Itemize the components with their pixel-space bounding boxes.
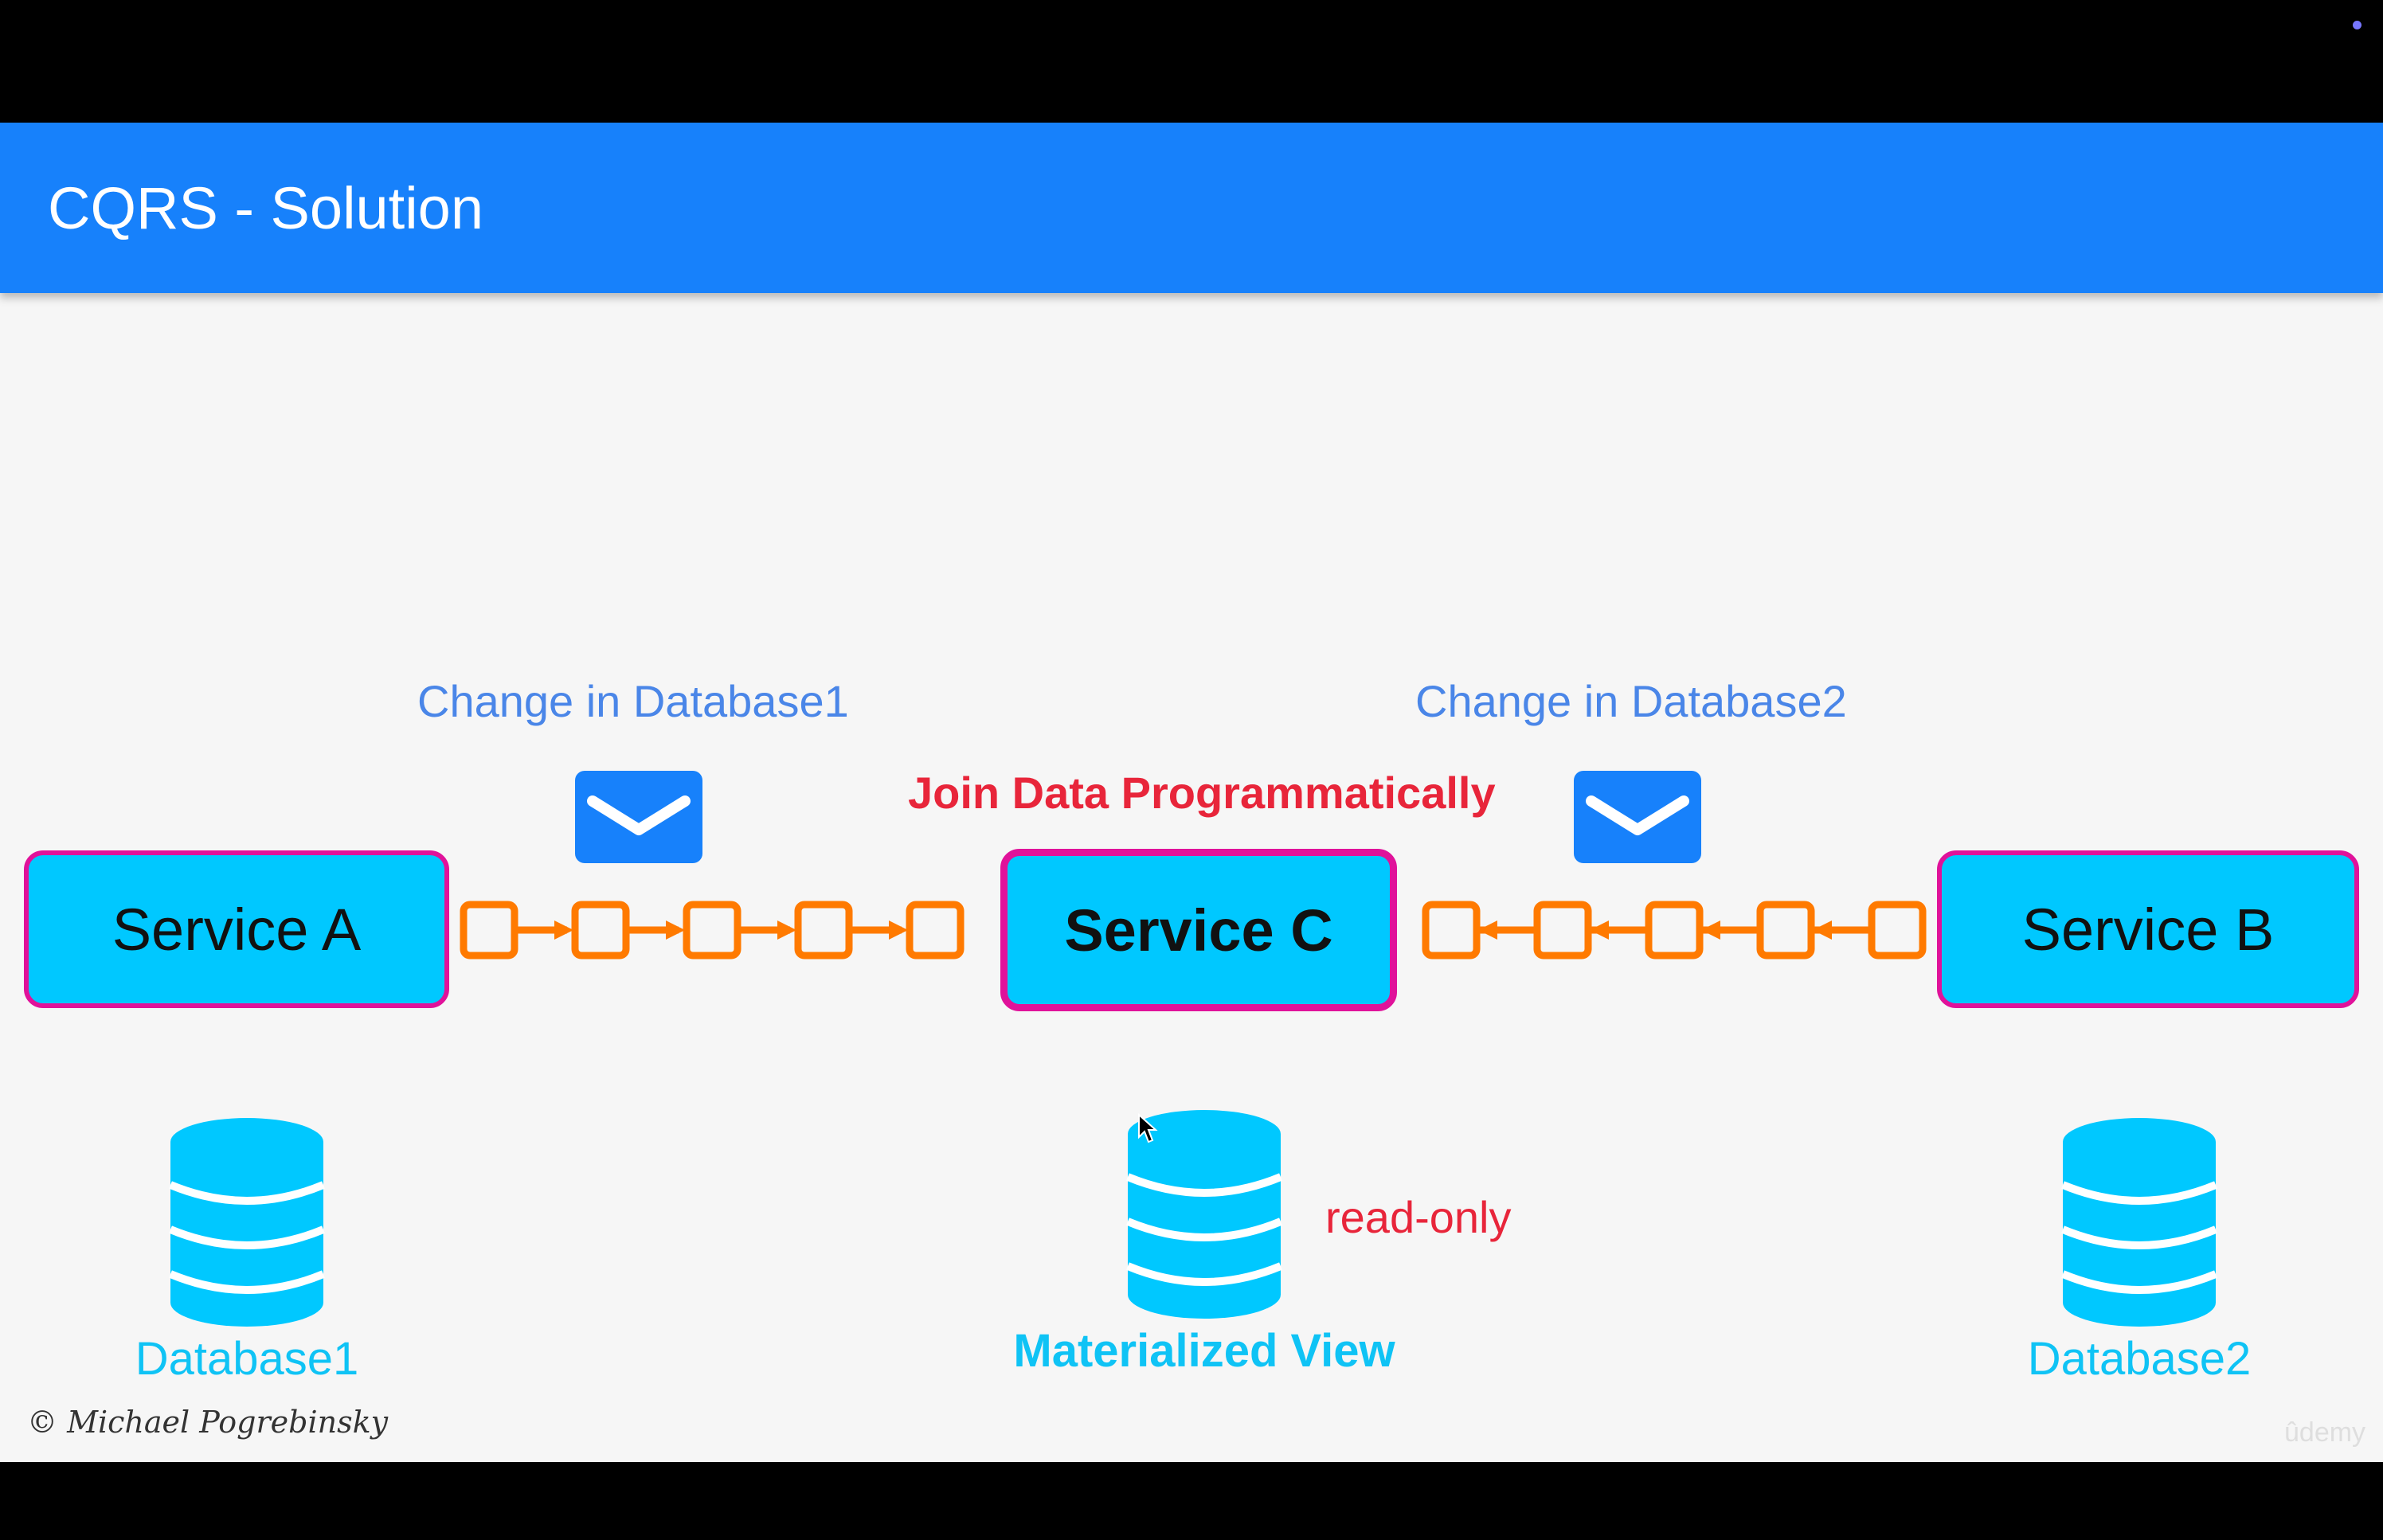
service-c-box: Service C xyxy=(1000,849,1397,1011)
event-label-right: Change in Database2 xyxy=(1415,676,1847,726)
join-label: Join Data Programmatically xyxy=(908,768,1496,818)
service-a-box: Service A xyxy=(24,850,449,1008)
envelope-icon xyxy=(575,771,702,863)
database-icon xyxy=(2061,1118,2217,1327)
mouse-cursor-icon xyxy=(1138,1112,1158,1143)
slide-header: CQRS - Solution xyxy=(0,123,2383,293)
page-title: CQRS - Solution xyxy=(48,175,483,241)
database-icon xyxy=(1126,1110,1282,1319)
envelope-icon xyxy=(1574,771,1701,863)
database2-label: Database2 xyxy=(2027,1333,2252,1385)
database1-label: Database1 xyxy=(135,1333,359,1385)
service-b-box: Service B xyxy=(1937,850,2359,1008)
service-b-label: Service B xyxy=(2021,896,2275,963)
copyright: © Michael Pogrebinsky xyxy=(27,1405,389,1440)
database-icon xyxy=(169,1118,325,1327)
udemy-watermark: ûdemy xyxy=(2284,1417,2366,1448)
service-a-label: Service A xyxy=(112,896,362,963)
read-only-label: read-only xyxy=(1325,1192,1512,1242)
materialized-view-label: Materialized View xyxy=(1013,1325,1395,1377)
status-dot xyxy=(2353,21,2361,29)
message-queue-right xyxy=(1422,901,1927,960)
message-queue-left xyxy=(460,901,965,960)
service-c-label: Service C xyxy=(1064,897,1333,963)
event-label-left: Change in Database1 xyxy=(417,676,849,726)
slide: CQRS - Solution Change in Database1 Chan… xyxy=(0,123,2383,1462)
